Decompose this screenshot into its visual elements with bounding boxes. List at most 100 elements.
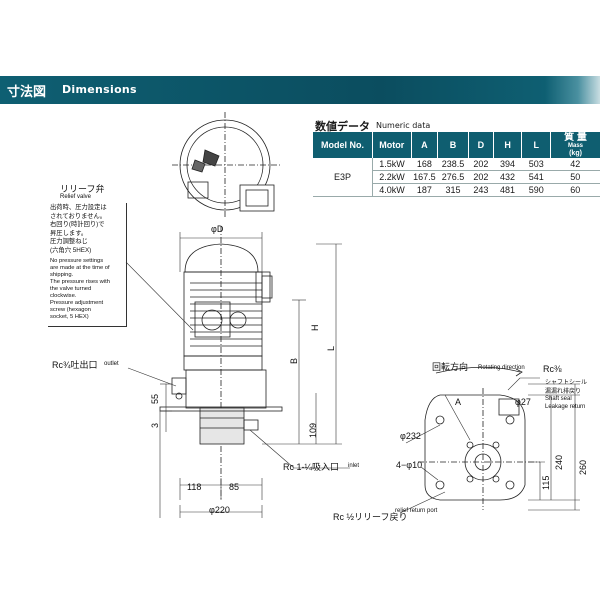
dim-118: 118 — [187, 482, 202, 492]
mass-header-jp: 質 量 — [564, 131, 587, 143]
motor-top-view — [172, 112, 280, 218]
note-line: The pressure rises with — [50, 279, 110, 285]
inlet-label-en: inlet — [348, 463, 360, 469]
section-header: 寸法図 Dimensions — [0, 76, 600, 104]
model-cell: E3P — [313, 158, 373, 197]
dim-phi-d: φD — [211, 224, 224, 234]
inlet-label: Rc 1-¼吸入口 — [283, 462, 340, 472]
dim-l: L — [326, 345, 336, 351]
note-line: 右回り(時計回り)で — [50, 221, 105, 228]
outlet-label: Rc¾吐出口 — [52, 360, 98, 370]
dim-a: A — [455, 397, 462, 407]
table-row: 2.2kW 167.5 276.5 202 432 541 50 — [313, 170, 600, 184]
spec-table: Model No. Motor A B D H L 質 量 Mass (kg) … — [313, 132, 600, 197]
b-cell: 238.5 — [437, 158, 469, 171]
a-cell: 167.5 — [411, 170, 438, 184]
col-mass: 質 量 Mass (kg) — [550, 131, 600, 158]
col-d: D — [468, 132, 494, 158]
relief-note-en: No pressure settings are made at the tim… — [50, 258, 110, 321]
motor-front-view — [183, 226, 273, 500]
col-a: A — [411, 132, 439, 158]
l-cell: 541 — [521, 170, 551, 184]
note-line: the valve turned — [50, 286, 92, 292]
col-motor: Motor — [372, 132, 412, 158]
relief-note-box — [48, 203, 127, 327]
note-line: 出荷時、圧力設定は — [50, 204, 107, 211]
b-cell: 276.5 — [437, 170, 469, 184]
dim-55: 55 — [150, 393, 160, 404]
dim-3: 3 — [150, 422, 160, 428]
header-bar-fade — [545, 76, 600, 104]
outlet-label-en: outlet — [104, 361, 119, 367]
mass-cell: 42 — [550, 158, 600, 171]
note-line: (六角穴 5HEX) — [50, 246, 92, 254]
dim-232: φ232 — [400, 431, 421, 441]
header-title-en: Dimensions — [62, 83, 137, 96]
dim-85: 85 — [229, 482, 240, 492]
shaft-seal-en2: Leakage return — [545, 404, 586, 410]
spec-table-header-row: Model No. Motor A B D H L 質 量 Mass (kg) — [313, 132, 600, 158]
shaft-seal-jp: シャフトシール — [545, 380, 588, 386]
relief-return-label-en: relief return port — [395, 508, 438, 514]
note-line: されておりません。 — [50, 212, 107, 220]
dim-27: φ27 — [515, 397, 531, 407]
rotating-direction-en: Rotating direction — [478, 365, 525, 371]
dim-220: φ220 — [209, 505, 230, 515]
dim-109: 109 — [308, 422, 318, 438]
mass-header-unit: (kg) — [569, 149, 582, 157]
note-line: Pressure adjustment — [50, 300, 104, 306]
motor-cell: 1.5kW — [372, 158, 412, 171]
h-cell: 432 — [493, 170, 522, 184]
dim-240: 240 — [554, 454, 564, 470]
d-cell: 243 — [468, 183, 494, 197]
mass-header-en: Mass — [568, 142, 584, 149]
d-cell: 202 — [468, 170, 494, 184]
relief-note-jp: 出荷時、圧力設定は されておりません。 右回り(時計回り)で 昇圧します。 圧力… — [50, 204, 107, 255]
shaft-seal-en: Shaft seal — [545, 396, 572, 402]
l-cell: 590 — [521, 183, 551, 197]
a-cell: 187 — [411, 183, 438, 197]
h-cell: 394 — [493, 158, 522, 171]
motor-cell: 4.0kW — [372, 183, 412, 197]
note-line: screw (hexagon — [50, 307, 91, 313]
bottom-dimension-lines — [399, 377, 580, 514]
leader-lines — [125, 261, 350, 469]
header-title-jp: 寸法図 — [7, 85, 47, 100]
relief-title-jp: リリーフ弁 — [60, 184, 105, 194]
col-model: Model No. — [313, 132, 373, 158]
numeric-data-title-en: Numeric data — [376, 121, 431, 130]
numeric-data-title-jp: 数値データ — [315, 120, 370, 133]
mass-cell: 60 — [550, 183, 600, 197]
holes-label: 4−φ10 — [396, 460, 423, 470]
b-cell: 315 — [437, 183, 469, 197]
note-line: 圧力調整ねじ — [50, 238, 88, 245]
table-row: E3P 1.5kW 168 238.5 202 394 503 42 — [313, 158, 600, 197]
col-l: L — [521, 132, 552, 158]
dim-b: B — [289, 357, 299, 364]
dim-h: H — [310, 324, 320, 332]
mass-cell: 50 — [550, 170, 600, 184]
rc38-label: Rc⅜ — [543, 364, 562, 374]
note-line: clockwise. — [50, 293, 77, 299]
pump-body — [159, 355, 283, 445]
l-cell: 503 — [521, 158, 551, 171]
note-line: are made at the time of — [50, 265, 110, 271]
motor-cell: 2.2kW — [372, 170, 412, 184]
col-b: B — [437, 132, 469, 158]
header-bar — [0, 76, 545, 104]
note-line: shipping. — [50, 272, 74, 278]
table-row: 4.0kW 187 315 243 481 590 60 — [313, 183, 600, 197]
relief-title-en: Relief valve — [60, 194, 92, 200]
dim-260: 260 — [578, 459, 588, 475]
d-cell: 202 — [468, 158, 494, 171]
dim-115: 115 — [541, 475, 551, 490]
pump-bottom-view — [418, 366, 540, 510]
rotating-direction-jp: 回転方向 — [432, 362, 469, 372]
h-cell: 481 — [493, 183, 522, 197]
relief-return-label: Rc ½リリーフ戻り — [333, 512, 408, 522]
note-line: 昇圧します。 — [50, 229, 88, 237]
front-dimension-lines — [159, 232, 342, 518]
note-line: No pressure settings — [50, 258, 104, 264]
shaft-seal-jp2: 漏漏れ排戻り — [545, 389, 582, 395]
